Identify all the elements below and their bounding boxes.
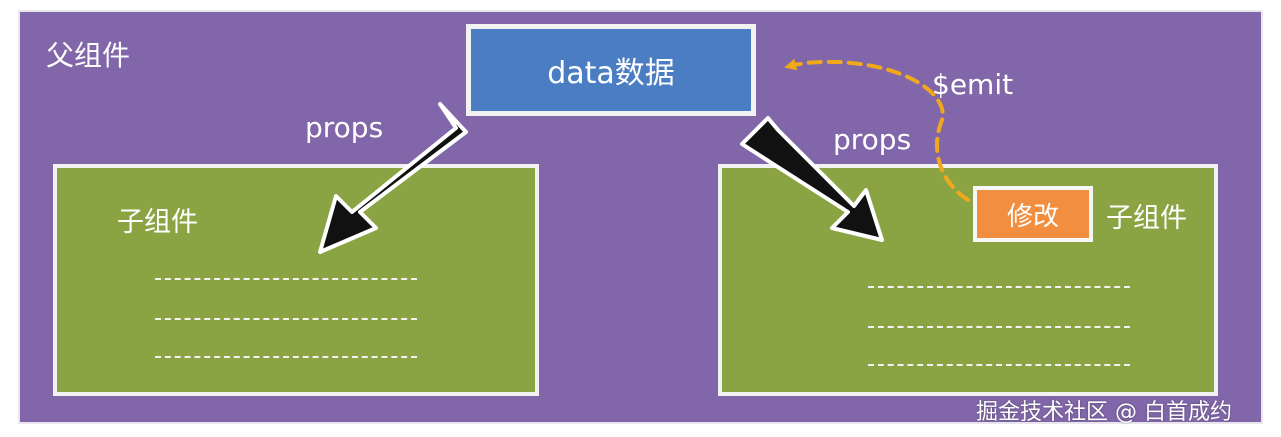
- emit-label: $emit: [932, 68, 1014, 101]
- parent-component-label: 父组件: [46, 39, 131, 72]
- modify-button-label: 修改: [1006, 201, 1059, 232]
- left-child-component-box: 子组件: [53, 164, 539, 396]
- props-label-right: props: [833, 123, 912, 156]
- left-child-placeholder-line: [155, 356, 417, 358]
- data-box: data数据: [466, 24, 756, 116]
- props-label-left: props: [305, 111, 384, 144]
- watermark-text: 掘金技术社区 @ 白首成约: [976, 400, 1232, 425]
- left-child-placeholder-line: [155, 318, 417, 320]
- right-child-placeholder-line: [868, 286, 1130, 288]
- modify-button[interactable]: 修改: [973, 186, 1093, 242]
- right-child-placeholder-line: [868, 326, 1130, 328]
- right-child-component-label: 子组件: [1106, 203, 1187, 234]
- left-child-component-label: 子组件: [117, 207, 198, 238]
- left-child-placeholder-line: [155, 278, 417, 280]
- data-box-label: data数据: [547, 56, 675, 91]
- right-child-placeholder-line: [868, 364, 1130, 366]
